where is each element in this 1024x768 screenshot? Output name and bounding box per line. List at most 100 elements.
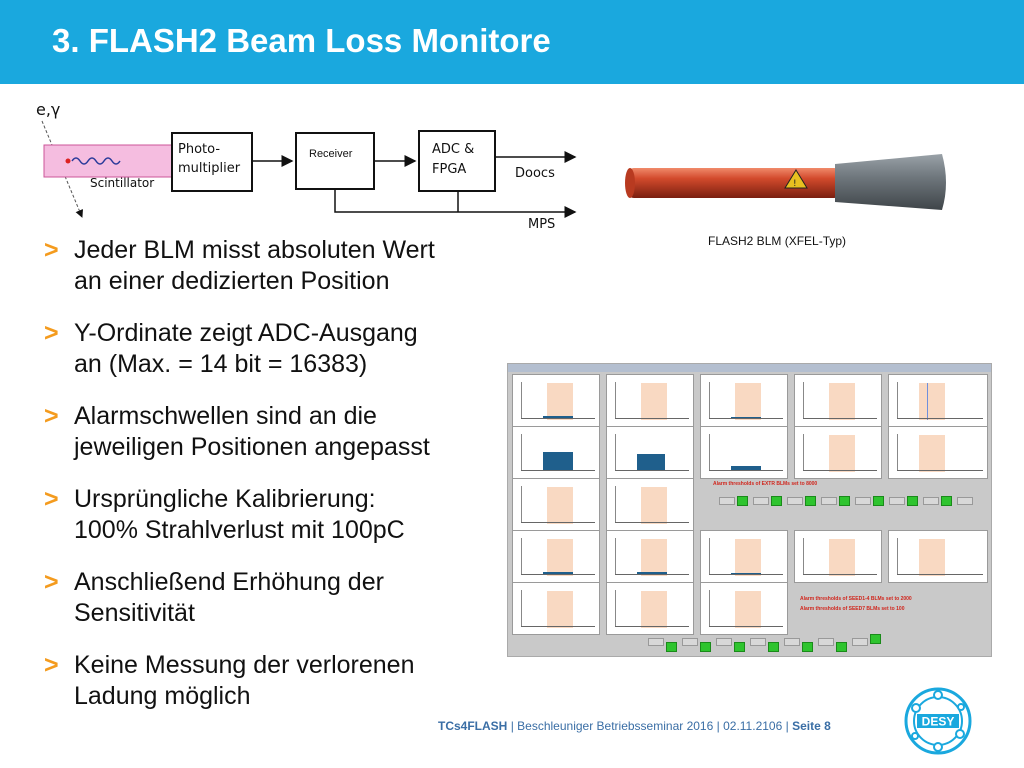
blm-plot-panel — [512, 426, 600, 479]
bullet-text-line: Ursprüngliche Kalibrierung: — [74, 485, 376, 513]
blm-plot-panel — [794, 530, 882, 583]
title-bar: 3. FLASH2 Beam Loss Monitore — [0, 0, 1024, 84]
adc-label-1: ADC & — [432, 142, 474, 157]
desy-logo: DESY — [904, 687, 972, 755]
blm-plot-panel — [606, 374, 694, 427]
bullet-item: > Alarmschwellen sind an die jeweiligen … — [44, 401, 494, 463]
slide-footer: TCs4FLASH | Beschleuniger Betriebssemina… — [438, 719, 831, 733]
bullet-text-line: Y-Ordinate zeigt ADC-Ausgang — [74, 319, 418, 347]
bullet-item: > Anschließend Erhöhung der Sensitivität — [44, 567, 494, 629]
status-indicator — [737, 496, 748, 506]
footer-page-number: Seite 8 — [792, 719, 831, 733]
blm-plot-panel — [512, 478, 600, 531]
status-indicator — [907, 496, 918, 506]
light-wave — [71, 157, 121, 165]
indicator-label — [855, 497, 871, 505]
blm-plot-panel — [512, 530, 600, 583]
bullet-text-line: an (Max. = 14 bit = 16383) — [74, 350, 368, 378]
footer-separator: | — [716, 719, 720, 733]
blm-caption: FLASH2 BLM (XFEL-Typ) — [708, 234, 847, 248]
status-indicator — [873, 496, 884, 506]
scintillator-block — [43, 144, 175, 178]
status-indicator — [771, 496, 782, 506]
bullet-marker: > — [44, 485, 59, 513]
desy-logo-text: DESY — [922, 715, 955, 729]
indicator-label — [750, 638, 766, 646]
mps-label: MPS — [528, 217, 555, 230]
monitor-titlebar — [508, 364, 991, 372]
bullet-text-line: Alarmschwellen sind an die — [74, 402, 377, 430]
blm-plot-panel — [700, 374, 788, 427]
footer-event: Beschleuniger Betriebsseminar 2016 — [517, 719, 714, 733]
status-indicator — [839, 496, 850, 506]
photomultiplier-block — [171, 132, 253, 192]
blm-plot-panel — [700, 426, 788, 479]
indicator-label — [648, 638, 664, 646]
blm-plot-panel — [512, 582, 600, 635]
blm-device-photo: ! — [625, 154, 946, 210]
footer-project: TCs4FLASH — [438, 719, 508, 733]
footer-date: 02.11.2106 — [723, 719, 783, 733]
adc-fpga-block — [418, 130, 496, 192]
blm-plot-panel — [606, 426, 694, 479]
blm-plot-panel — [606, 478, 694, 531]
adc-label-2: FPGA — [432, 162, 466, 177]
blm-plot-panel — [606, 530, 694, 583]
indicator-label — [852, 638, 868, 646]
alarm-extr-text: Alarm thresholds of EXTR BLMs set to 800… — [713, 481, 818, 487]
indicator-label — [957, 497, 973, 505]
status-indicator — [734, 642, 745, 652]
blm-plot-panel — [606, 582, 694, 635]
receiver-label: Receiver — [309, 148, 353, 160]
indicator-label — [784, 638, 800, 646]
blm-plot-panel — [700, 582, 788, 635]
status-indicator — [870, 634, 881, 644]
doocs-label: Doocs — [515, 166, 555, 181]
indicator-label — [821, 497, 837, 505]
status-indicator — [941, 496, 952, 506]
bullet-text-line: jeweiligen Positionen angepasst — [74, 433, 430, 461]
status-indicator — [836, 642, 847, 652]
indicator-label — [818, 638, 834, 646]
svg-text:!: ! — [793, 179, 797, 189]
indicator-label — [716, 638, 732, 646]
bullet-item: > Keine Messung der verlorenen Ladung mö… — [44, 650, 494, 712]
alarm-seed7-text: Alarm thresholds of SEED7 BLMs set to 10… — [800, 606, 905, 612]
indicator-label — [787, 497, 803, 505]
blm-plot-panel — [888, 426, 988, 479]
bullet-text-line: Sensitivität — [74, 599, 195, 627]
photomultiplier-label-1: Photo- — [178, 142, 220, 157]
bullet-text-line: Anschließend Erhöhung der — [74, 568, 384, 596]
indicator-label — [923, 497, 939, 505]
photomultiplier-label-2: multiplier — [178, 161, 241, 176]
indicator-label — [753, 497, 769, 505]
slide-title: 3. FLASH2 Beam Loss Monitore — [52, 22, 551, 59]
mps-line — [334, 189, 577, 218]
status-indicator — [768, 642, 779, 652]
status-indicator — [805, 496, 816, 506]
blm-plot-panel — [512, 374, 600, 427]
bullet-text-line: Ladung möglich — [74, 682, 251, 710]
interaction-point — [65, 158, 71, 164]
bullet-list: > Jeder BLM misst absoluten Wert an eine… — [44, 235, 494, 733]
bullet-item: > Ursprüngliche Kalibrierung: 100% Strah… — [44, 484, 494, 546]
blm-plot-panel — [794, 426, 882, 479]
scintillator-label: Scintillator — [90, 176, 154, 190]
status-indicator — [700, 642, 711, 652]
blm-plot-panel — [888, 530, 988, 583]
alarm-seed1-text: Alarm thresholds of SEED1-4 BLMs set to … — [800, 596, 912, 602]
footer-separator: | — [785, 719, 789, 733]
bullet-marker: > — [44, 568, 59, 596]
bullet-marker: > — [44, 319, 59, 347]
indicator-label — [719, 497, 735, 505]
footer-separator: | — [510, 719, 514, 733]
bullet-text-line: 100% Strahlverlust mit 100pC — [74, 516, 405, 544]
bullet-text-line: Jeder BLM misst absoluten Wert — [74, 236, 435, 264]
bullet-item: > Y-Ordinate zeigt ADC-Ausgang an (Max. … — [44, 318, 494, 380]
bullet-item: > Jeder BLM misst absoluten Wert an eine… — [44, 235, 494, 297]
blm-plot-panel — [888, 374, 988, 427]
receiver-block — [295, 132, 375, 190]
blm-block-diagram: e,γ Scintillator Photo- multiplier Recei… — [36, 100, 577, 230]
status-indicator — [802, 642, 813, 652]
status-indicator — [666, 642, 677, 652]
